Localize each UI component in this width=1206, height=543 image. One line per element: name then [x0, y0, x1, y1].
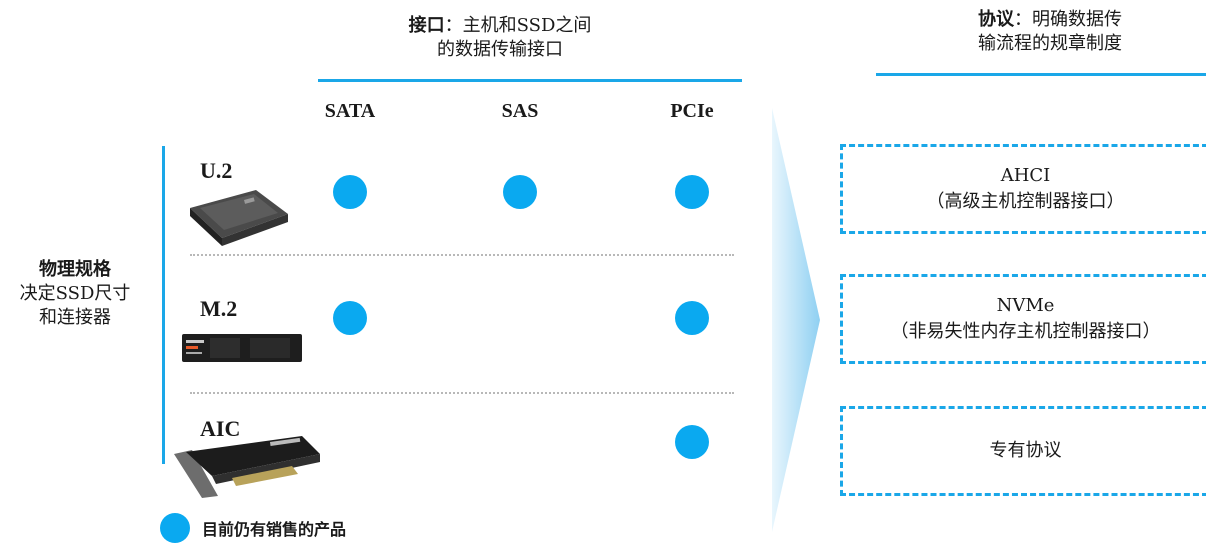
physical-spec-line3: 和连接器	[39, 307, 111, 328]
row-separator	[190, 254, 734, 256]
legend: 目前仍有销售的产品	[160, 513, 346, 543]
form-factor-bracket-line	[162, 146, 165, 464]
support-dot-u2-sata	[333, 175, 367, 209]
legend-dot-icon	[160, 513, 190, 543]
row-separator	[190, 392, 734, 394]
aic-card-image	[174, 436, 320, 498]
support-dot-m2-pcie	[675, 301, 709, 335]
protocol-header-rest: ：明确数据传	[1014, 9, 1122, 30]
interface-header-line2: 的数据传输接口	[437, 39, 563, 60]
support-dot-u2-pcie	[675, 175, 709, 209]
physical-spec-title: 物理规格	[39, 259, 111, 280]
interface-header-rule	[318, 79, 742, 82]
protocol-nvme-name: NVMe	[996, 295, 1055, 316]
m2-drive-image	[182, 334, 302, 362]
protocol-header: 协议：明确数据传 输流程的规章制度	[900, 8, 1200, 56]
column-pcie: PCIe	[670, 100, 714, 122]
column-sas: SAS	[501, 100, 539, 122]
protocol-box-ahci: AHCI （高级主机控制器接口）	[840, 144, 1206, 234]
protocol-box-proprietary: 专有协议	[840, 406, 1206, 496]
protocol-box-nvme: NVMe （非易失性内存主机控制器接口）	[840, 274, 1206, 364]
support-dot-m2-sata	[333, 301, 367, 335]
protocol-nvme-desc: （非易失性内存主机控制器接口）	[890, 321, 1161, 342]
interface-header: 接口：主机和SSD之间 的数据传输接口	[360, 14, 640, 62]
physical-spec-label: 物理规格 决定SSD尺寸 和连接器	[0, 258, 150, 330]
protocol-proprietary-name: 专有协议	[989, 440, 1062, 461]
column-sata: SATA	[324, 100, 376, 122]
physical-spec-line2: 决定SSD尺寸	[19, 283, 131, 304]
protocol-header-rule	[876, 73, 1206, 76]
protocol-header-line2: 输流程的规章制度	[978, 33, 1122, 54]
support-dot-aic-pcie	[675, 425, 709, 459]
legend-text: 目前仍有销售的产品	[202, 520, 347, 539]
protocol-ahci-name: AHCI	[1000, 165, 1051, 186]
support-dot-u2-sas	[503, 175, 537, 209]
protocol-ahci-desc: （高级主机控制器接口）	[926, 191, 1125, 212]
form-factor-m2: M.2	[200, 296, 238, 321]
form-factor-aic: AIC	[200, 416, 241, 441]
form-factor-u2: U.2	[200, 158, 233, 183]
u2-drive-image	[190, 190, 288, 246]
interface-header-bold: 接口	[408, 15, 445, 36]
interface-header-rest: ：主机和SSD之间	[444, 15, 592, 36]
arrow-shape	[772, 108, 820, 532]
protocol-header-bold: 协议	[978, 9, 1014, 30]
